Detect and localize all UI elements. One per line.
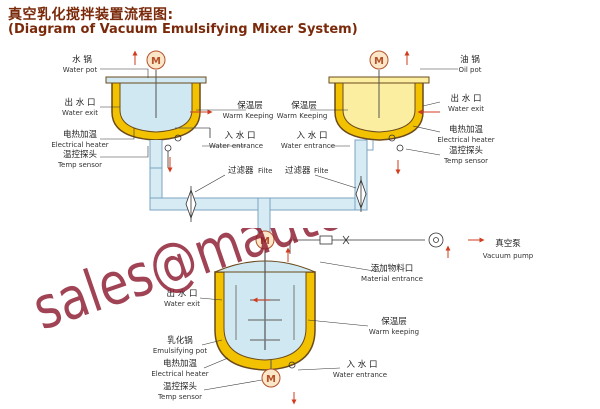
label-water-in-left-en: Water entrance	[209, 142, 263, 150]
label-oil-pot-cn: 油 锅	[460, 54, 480, 65]
label-keep-middle-cn: 保温层	[381, 316, 407, 327]
label-heater-right-en: Electrical heater	[437, 136, 494, 144]
diagram-title-en: (Diagram of Vacuum Emulsifying Mixer Sys…	[8, 22, 358, 37]
label-water-exit-middle: 出 水 口 Water exit	[164, 288, 200, 308]
label-water-in-middle-cn: 入 水 口	[347, 359, 378, 370]
label-oil-pot: 油 锅 Oil pot	[458, 54, 481, 74]
label-filter-left-cn: 过滤器	[228, 165, 254, 176]
label-temp-left: 温控探头 Temp sensor	[57, 149, 102, 169]
label-water-exit-middle-cn: 出 水 口	[167, 288, 198, 299]
emulsifying-pot-top-motor-label: M	[260, 236, 270, 247]
label-heater-left-cn: 电热加温	[63, 129, 98, 140]
label-heater-right-cn: 电热加温	[449, 124, 484, 135]
label-water-pot: 水 锅 Water pot	[63, 54, 98, 74]
water-pot-motor-label: M	[151, 56, 161, 67]
filter-left	[185, 186, 197, 222]
label-heater-middle: 电热加温 Electrical heater	[151, 358, 208, 378]
oil-pot-motor-label: M	[374, 56, 384, 67]
filter-right	[355, 176, 367, 212]
emulsifying-pot-bottom-motor-label: M	[266, 374, 276, 385]
label-temp-right-cn: 温控探头	[449, 145, 484, 156]
label-water-in-right-en: Water entrance	[281, 142, 335, 150]
label-heater-middle-en: Electrical heater	[151, 370, 208, 378]
label-emulsifying-pot-en: Emulsifying pot	[153, 347, 207, 355]
label-keep-left: 保温层 Warm Keeping	[223, 100, 274, 120]
label-water-in-middle-en: Water entrance	[333, 371, 387, 379]
label-water-exit-left-en: Water exit	[62, 109, 98, 117]
label-water-exit-right-cn: 出 水 口	[451, 93, 482, 104]
label-keep-left-cn: 保温层	[237, 100, 263, 111]
vacuum-line	[289, 232, 444, 254]
label-material-en: Material entrance	[361, 275, 423, 283]
label-temp-middle-cn: 温控探头	[163, 381, 198, 392]
emulsifying-pot: M M	[214, 230, 316, 388]
label-temp-middle: 温控探头 Temp sensor	[157, 381, 202, 401]
label-filter-right: 过滤器 Filte	[285, 165, 328, 176]
label-heater-left-en: Electrical heater	[51, 141, 108, 149]
label-keep-middle: 保温层 Warm keeping	[369, 316, 419, 336]
label-keep-right-cn: 保温层	[291, 100, 317, 111]
label-temp-right: 温控探头 Temp sensor	[443, 145, 488, 165]
label-oil-pot-en: Oil pot	[458, 66, 481, 74]
label-temp-middle-en: Temp sensor	[157, 393, 202, 401]
label-keep-right-en: Warm Keeping	[277, 112, 328, 120]
label-keep-middle-en: Warm keeping	[369, 328, 419, 336]
label-water-pot-en: Water pot	[63, 66, 98, 74]
label-keep-left-en: Warm Keeping	[223, 112, 274, 120]
label-water-in-left-cn: 入 水 口	[225, 130, 256, 141]
label-water-in-left: 入 水 口 Water entrance	[209, 130, 263, 150]
label-temp-left-en: Temp sensor	[57, 161, 102, 169]
label-vacuum-pump: 真空泵 Vacuum pump	[483, 238, 534, 260]
label-material: 添加物料口 Material entrance	[361, 263, 423, 283]
label-water-exit-middle-en: Water exit	[164, 300, 200, 308]
diagram-title-cn: 真空乳化搅拌装置流程图:	[8, 7, 174, 23]
label-temp-right-en: Temp sensor	[443, 157, 488, 165]
label-temp-left-cn: 温控探头	[63, 149, 98, 160]
label-filter-right-cn: 过滤器	[285, 165, 311, 176]
label-emulsifying-pot-cn: 乳化锅	[167, 335, 193, 346]
label-filter-left: 过滤器 Filte	[228, 165, 272, 176]
label-material-cn: 添加物料口	[371, 263, 414, 274]
label-filter-right-en: Filte	[314, 167, 328, 175]
label-heater-middle-cn: 电热加温	[163, 358, 198, 369]
label-water-in-right-cn: 入 水 口	[297, 130, 328, 141]
label-water-exit-right-en: Water exit	[448, 105, 484, 113]
label-water-exit-left: 出 水 口 Water exit	[62, 97, 98, 117]
label-vacuum-pump-cn: 真空泵	[495, 238, 521, 249]
oil-pot: M	[328, 50, 430, 152]
label-water-in-right: 入 水 口 Water entrance	[281, 130, 335, 150]
label-water-pot-cn: 水 锅	[72, 54, 92, 65]
label-heater-right: 电热加温 Electrical heater	[437, 124, 494, 144]
water-pot: M	[105, 50, 211, 169]
transfer-pipes	[149, 139, 368, 239]
label-water-exit-left-cn: 出 水 口	[65, 97, 96, 108]
label-keep-right: 保温层 Warm Keeping	[277, 100, 328, 120]
label-filter-left-en: Filte	[258, 167, 272, 175]
label-water-in-middle: 入 水 口 Water entrance	[333, 359, 387, 379]
leader-lines	[100, 68, 458, 391]
label-heater-left: 电热加温 Electrical heater	[51, 129, 108, 149]
label-vacuum-pump-en: Vacuum pump	[483, 252, 534, 260]
label-water-exit-right: 出 水 口 Water exit	[448, 93, 484, 113]
flow-arrows	[132, 50, 485, 405]
label-emulsifying-pot: 乳化锅 Emulsifying pot	[153, 335, 207, 355]
